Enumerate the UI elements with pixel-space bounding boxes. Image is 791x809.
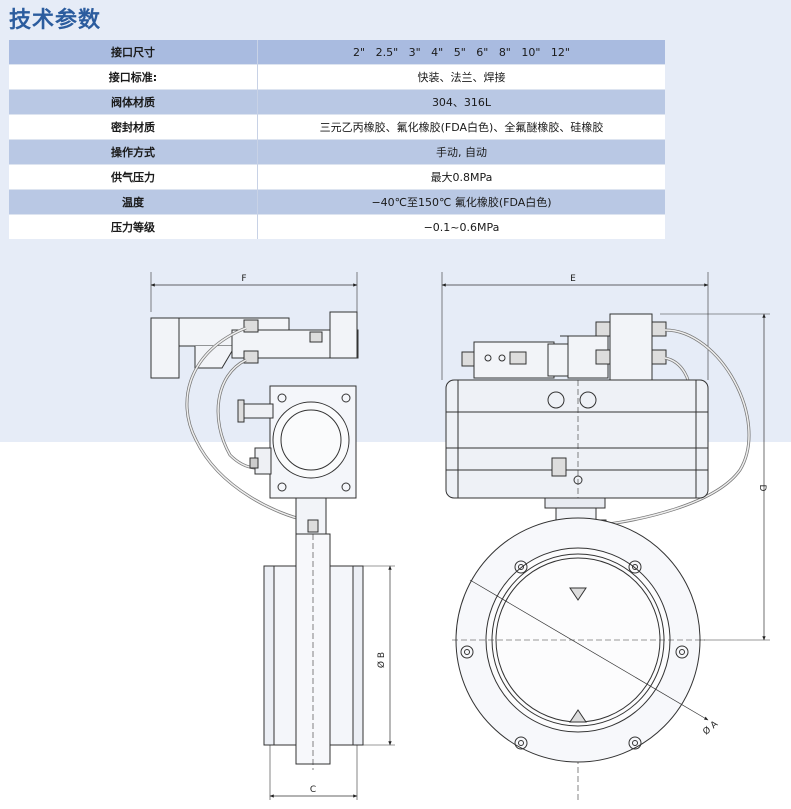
- spec-label: 密封材质: [9, 114, 258, 140]
- dimension-label-b: Ø B: [376, 652, 387, 668]
- spec-value: 304、316L: [257, 89, 665, 115]
- spec-label: 接口尺寸: [9, 40, 258, 65]
- spec-value: 手动, 自动: [257, 139, 665, 165]
- spec-label: 接口标准:: [9, 64, 258, 90]
- table-row: 供气压力 最大0.8MPa: [9, 164, 665, 190]
- spec-label: 阀体材质: [9, 89, 258, 115]
- spec-value: 三元乙丙橡胶、氟化橡胶(FDA白色)、全氟醚橡胶、硅橡胶: [257, 114, 665, 140]
- table-row: 温度 −40℃至150℃ 氟化橡胶(FDA白色): [9, 189, 665, 215]
- dimension-label-e: E: [570, 274, 576, 284]
- page-title: 技术参数: [9, 8, 102, 33]
- dimension-label-f: F: [241, 274, 246, 284]
- spec-table: 接口尺寸 2" 2.5" 3" 4" 5" 6" 8" 10" 12" 接口标准…: [9, 40, 665, 239]
- table-row: 接口标准: 快装、法兰、焊接: [9, 64, 665, 90]
- table-row: 压力等级 −0.1~0.6MPa: [9, 214, 665, 239]
- table-row: 密封材质 三元乙丙橡胶、氟化橡胶(FDA白色)、全氟醚橡胶、硅橡胶: [9, 114, 665, 140]
- spec-label: 压力等级: [9, 214, 258, 239]
- table-row: 阀体材质 304、316L: [9, 89, 665, 115]
- spec-value: 2" 2.5" 3" 4" 5" 6" 8" 10" 12": [257, 40, 665, 65]
- table-row: 接口尺寸 2" 2.5" 3" 4" 5" 6" 8" 10" 12": [9, 40, 665, 65]
- side-view: [150, 272, 395, 800]
- spec-label: 操作方式: [9, 139, 258, 165]
- spec-value: 最大0.8MPa: [257, 164, 665, 190]
- dimension-label-a: Ø A: [701, 718, 721, 737]
- spec-label: 供气压力: [9, 164, 258, 190]
- spec-value: 快装、法兰、焊接: [257, 64, 665, 90]
- dimension-label-d: D: [757, 485, 767, 492]
- table-row: 操作方式 手动, 自动: [9, 139, 665, 165]
- spec-value: −0.1~0.6MPa: [257, 214, 665, 239]
- spec-value: −40℃至150℃ 氟化橡胶(FDA白色): [257, 189, 665, 215]
- front-view: [441, 272, 770, 800]
- dimension-label-c: C: [310, 785, 316, 795]
- spec-label: 温度: [9, 189, 258, 215]
